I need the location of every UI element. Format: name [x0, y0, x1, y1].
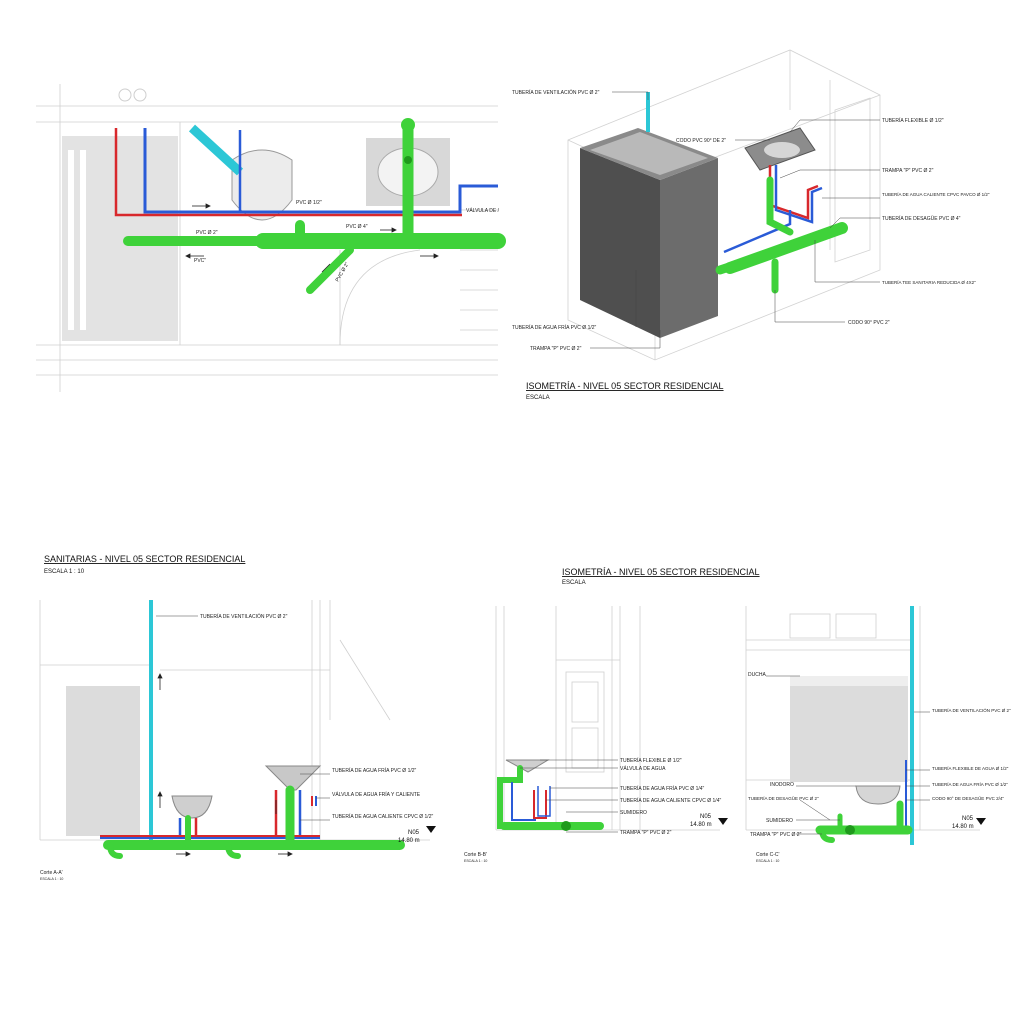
section-c-level-name: N05	[962, 816, 974, 822]
section-b-level-value: 14.80 m	[690, 822, 712, 828]
washbasin-bowl	[264, 765, 322, 791]
section-a-cut-label: Corte A-A'	[40, 870, 63, 876]
section-a-level-name: N05	[408, 830, 420, 836]
shower-head-bar	[790, 676, 908, 686]
section-c-label-ducha: DUCHA	[748, 672, 766, 678]
section-b-label-trampa: TRAMPA "P" PVC Ø 2"	[620, 830, 672, 836]
iso-label-codo-bottom: CODO 90° PVC 2"	[848, 320, 890, 326]
cold-water-pipe	[537, 786, 551, 817]
plan-label: PVC Ø 2"	[196, 230, 218, 236]
flow-arrows	[157, 673, 293, 857]
section-b-title: ISOMETRÍA - NIVEL 05 SECTOR RESIDENCIAL	[562, 567, 760, 577]
drain-fitting	[404, 156, 412, 164]
section-b-level-name: N05	[700, 814, 712, 820]
sumidero	[561, 821, 571, 831]
label-leaders	[766, 675, 930, 835]
toilet-bowl	[855, 785, 901, 805]
section-b-scale: ESCALA	[562, 580, 586, 586]
section-b: ISOMETRÍA - NIVEL 05 SECTOR RESIDENCIAL …	[464, 567, 760, 863]
iso-label-vent: TUBERÍA DE VENTILACIÓN PVC Ø 2"	[512, 89, 600, 96]
iso-label-trampa-left: TRAMPA "P" PVC Ø 2"	[530, 346, 582, 352]
iso-label-codo-top: CODO PVC 90° DE 2"	[676, 138, 726, 144]
section-c: DUCHA TUBERÍA DE VENTILACIÓN PVC Ø 2" TU…	[745, 606, 1011, 863]
section-a: SANITARIAS - NIVEL 05 SECTOR RESIDENCIAL…	[39, 554, 436, 881]
section-c-label-flexible: TUBERÍA FLEXIBLE DE AGUA Ø 1/2"	[932, 765, 1009, 771]
drain-pipes	[715, 176, 848, 294]
drain-pipes	[123, 118, 506, 294]
label-leaders	[590, 91, 880, 349]
section-a-level-value: 14.80 m	[398, 838, 420, 844]
section-c-label-trampa: TRAMPA "P" PVC Ø 2"	[750, 832, 802, 838]
iso-label-agua-caliente: TUBERÍA DE AGUA CALIENTE CPVC PAVCO Ø 1/…	[882, 191, 990, 197]
shower-drain-slot	[68, 150, 74, 330]
sumidero	[845, 825, 855, 835]
label-leaders	[156, 615, 330, 821]
cold-water-pipe	[511, 782, 536, 821]
cold-water-pipe	[723, 210, 792, 254]
tank-top-inner	[590, 132, 708, 175]
section-b-label-valvula: VÁLVULA DE AGUA	[620, 765, 666, 772]
section-a-label-agua-caliente: TUBERÍA DE AGUA CALIENTE CPVC Ø 1/2"	[332, 813, 433, 820]
shower-wall	[66, 686, 140, 836]
drain-pipes	[815, 800, 913, 843]
section-c-label-sumidero: SUMIDERO	[766, 818, 793, 824]
plan-view: PVC Ø 1/2" PVC Ø 4" PVC Ø 2" PVC" VÁLVUL…	[36, 84, 506, 392]
section-c-label-inodoro: INODORO	[770, 782, 794, 788]
section-b-label-agua-caliente: TUBERÍA DE AGUA CALIENTE CPVC Ø 1/4"	[620, 797, 721, 804]
cold-water-pipe	[143, 128, 498, 214]
section-b-cut-scale: ESCALA 1 : 10	[464, 859, 487, 863]
washbasin-bowl	[505, 759, 550, 773]
section-c-label-desague: TUBERÍA DE DESAGÜE PVC Ø 2"	[748, 795, 819, 801]
shower-drain-slot	[80, 150, 86, 330]
drain-pipes	[497, 765, 604, 830]
hot-water-pipe	[114, 128, 462, 217]
iso-title: ISOMETRÍA - NIVEL 05 SECTOR RESIDENCIAL	[526, 381, 724, 391]
section-b-label-agua-fria: TUBERÍA DE AGUA FRÍA PVC Ø 1/4"	[620, 785, 705, 792]
isometric-view: TUBERÍA DE VENTILACIÓN PVC Ø 2" CODO PVC…	[512, 49, 990, 401]
drain-fitting	[401, 118, 415, 132]
section-c-label-codo: CODO 90° DE DESAGÜE PVC 2/4"	[932, 795, 1004, 801]
shower-wall	[790, 686, 908, 782]
section-a-title: SANITARIAS - NIVEL 05 SECTOR RESIDENCIAL	[44, 554, 245, 564]
iso-label-desague: TUBERÍA DE DESAGÜE PVC Ø 4"	[882, 215, 961, 222]
section-c-label-agua-fria: TUBERÍA DE AGUA FRÍA PVC Ø 1/2"	[932, 781, 1008, 787]
section-a-label-valvula: VÁLVULA DE AGUA FRÍA Y CALIENTE	[332, 791, 421, 798]
plan-label: PVC Ø 4"	[346, 224, 368, 230]
cold-water-pipe	[774, 165, 823, 224]
section-b-label-sumidero: SUMIDERO	[620, 810, 647, 816]
iso-label-flexible: TUBERÍA FLEXIBLE Ø 1/2"	[882, 117, 944, 124]
section-c-cut-label: Corte C-C'	[756, 852, 780, 858]
iso-label-agua-fria: TUBERÍA DE AGUA FRÍA PVC Ø 1/2"	[512, 324, 597, 331]
label-leaders	[520, 759, 618, 833]
iso-label-trampa-right: TRAMPA "P" PVC Ø 2"	[882, 168, 934, 174]
section-b-label-flexible: TUBERÍA FLEXIBLE Ø 1/2"	[620, 757, 682, 764]
washbasin	[171, 795, 213, 819]
tank-front	[580, 148, 660, 338]
section-c-level-value: 14.80 m	[952, 824, 974, 830]
section-a-label-agua-fria: TUBERÍA DE AGUA FRÍA PVC Ø 1/2"	[332, 767, 417, 774]
flow-arrows	[185, 203, 439, 273]
drain-pipes	[103, 785, 405, 859]
plan-label: VÁLVULA DE /	[466, 207, 500, 214]
section-a-cut-scale: ESCALA 1 : 10	[40, 877, 63, 881]
section-b-cut-label: Corte B-B'	[464, 852, 487, 858]
section-a-scale: ESCALA 1 : 10	[44, 569, 85, 575]
section-c-cut-scale: ESCALA 1 : 10	[756, 859, 779, 863]
tank-side	[660, 158, 718, 338]
section-a-label-vent: TUBERÍA DE VENTILACIÓN PVC Ø 2"	[200, 613, 288, 620]
level-marker	[718, 818, 728, 825]
iso-scale: ESCALA	[526, 395, 550, 401]
hot-water-pipe	[533, 790, 547, 819]
plan-label: PVC"	[194, 258, 206, 264]
vent-pipe	[188, 124, 244, 176]
iso-label-tee: TUBERÍA TEE SANITARIA REDUCIDA Ø 4X2"	[882, 279, 976, 285]
sink-basin	[764, 142, 800, 158]
plan-label: PVC Ø 1/2"	[296, 200, 322, 206]
section-c-label-vent: TUBERÍA DE VENTILACIÓN PVC Ø 2"	[932, 707, 1011, 713]
level-marker	[426, 826, 436, 833]
ceiling-ornament	[118, 88, 147, 102]
level-marker	[976, 818, 986, 825]
